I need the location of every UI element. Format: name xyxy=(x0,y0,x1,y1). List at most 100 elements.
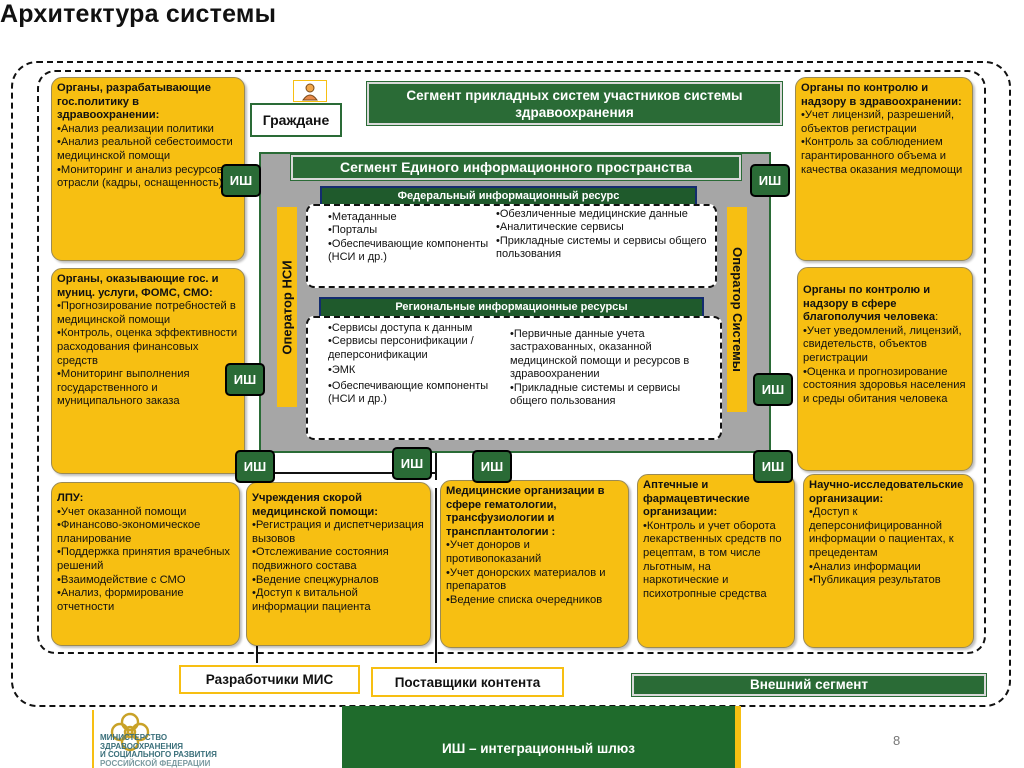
ministry-emblem-icon xyxy=(110,712,150,752)
regional-header-label: Региональные информационные ресурсы xyxy=(395,301,628,313)
page-title: Архитектура системы xyxy=(0,0,277,28)
connector-line xyxy=(435,450,437,480)
list-item: •Доступ к деперсонифицированной информац… xyxy=(809,506,954,559)
regional-resource-box: •Сервисы доступа к данным •Сервисы персо… xyxy=(306,316,722,440)
list-item: •Взаимодействие с СМО xyxy=(57,573,186,586)
mis-developers-box: Разработчики МИС xyxy=(179,665,360,694)
unified-segment-label: Сегмент Единого информационного простран… xyxy=(340,159,692,175)
external-segment-box: Внешний сегмент xyxy=(631,673,987,697)
ministry-name: МИНИСТЕРСТВО ЗДРАВООХРАНЕНИЯ И СОЦИАЛЬНО… xyxy=(100,733,217,768)
federal-col1: •Метаданные •Порталы •Обеспечивающие ком… xyxy=(328,211,498,265)
box-heading: Органы по контролю и надзору в сфере бла… xyxy=(803,284,967,325)
box-heading: Органы, разрабатывающие гос.политику в з… xyxy=(57,82,211,122)
list-item: •Обезличенные медицинские данные xyxy=(496,208,688,220)
list-item: •Публикация результатов xyxy=(809,574,941,587)
citizens-box: Граждане xyxy=(250,103,342,137)
list-item: •Учет доноров и противопоказаний xyxy=(446,539,542,565)
mis-developers-label: Разработчики МИС xyxy=(205,672,334,687)
operator-system-text: Оператор Системы xyxy=(729,247,745,372)
box-heading: ЛПУ: xyxy=(57,492,84,504)
list-item: •Учет уведомлений, лицензий, свидетельст… xyxy=(803,324,962,364)
operator-system-label: Оператор Системы xyxy=(727,207,747,412)
control-bodies-box: Органы по контролю и надзору в здравоохр… xyxy=(795,77,973,261)
integration-gateway-badge: ИШ xyxy=(472,450,512,483)
list-item: •Контроль за соблюдением гарантированног… xyxy=(801,136,963,176)
box-heading: Научно-исследовательские организации: xyxy=(809,479,964,505)
content-providers-label: Поставщики контента xyxy=(394,674,541,690)
citizens-label: Граждане xyxy=(262,112,330,128)
list-item: •Учет оказанной помощи xyxy=(57,505,187,518)
research-box: Научно-исследовательские организации: •Д… xyxy=(803,474,974,648)
list-item: •Учет лицензий, разрешений, объектов рег… xyxy=(801,109,955,135)
list-item: •Мониторинг и анализ ресурсов отрасли (к… xyxy=(57,163,223,190)
service-bodies-box: Органы, оказывающие гос. и муниц. услуги… xyxy=(51,268,245,474)
pharmacy-box: Аптечные и фармацевтические организации:… xyxy=(637,474,795,648)
applied-segment-box: Сегмент прикладных систем участников сис… xyxy=(366,81,783,126)
applied-segment-label: Сегмент прикладных систем участников сис… xyxy=(406,88,743,120)
policy-bodies-box: Органы, разрабатывающие гос.политику в з… xyxy=(51,77,245,261)
list-item: •Анализ реальной себестоимости медицинск… xyxy=(57,136,233,162)
integration-gateway-badge: ИШ xyxy=(221,164,261,197)
list-item: •Анализ, формирование отчетности xyxy=(57,587,184,613)
list-item: •Первичные данные учета застрахованных, … xyxy=(510,328,690,381)
list-item: •Поддержка принятия врачебных решений xyxy=(57,546,230,572)
box-heading: Аптечные и фармацевтические организации: xyxy=(643,479,750,519)
list-item: •Ведение списка очередников xyxy=(446,593,603,606)
list-item: •Учет донорских материалов и препаратов xyxy=(446,566,606,593)
list-item: •Ведение спецжурналов xyxy=(252,573,379,586)
ministry-name-line: И СОЦИАЛЬНОГО РАЗВИТИЯ xyxy=(100,750,217,759)
federal-resource-box: •Метаданные •Порталы •Обеспечивающие ком… xyxy=(306,204,717,288)
operator-nsi-label: Оператор НСИ xyxy=(277,207,297,407)
integration-gateway-badge: ИШ xyxy=(235,450,275,483)
inner-dashed-frame xyxy=(37,70,986,654)
integration-gateway-badge: ИШ xyxy=(392,447,432,480)
list-item: •Мониторинг выполнения государственного … xyxy=(57,368,190,408)
content-providers-box: Поставщики контента xyxy=(371,667,564,697)
list-item: •Порталы xyxy=(328,224,378,237)
list-item: •Прикладные системы и сервисы общего пол… xyxy=(510,381,681,408)
list-item: •Доступ к витальной информации пациента xyxy=(252,587,371,613)
list-item: •Прикладные системы и сервисы общего пол… xyxy=(496,234,707,261)
list-item: •Метаданные xyxy=(328,211,397,223)
list-item: •Финансово-экономическое планирование xyxy=(57,519,201,545)
list-item: •Прогнозирование потребностей в медицинс… xyxy=(57,300,236,326)
box-heading-text: Органы по контролю и надзору в сфере бла… xyxy=(803,284,936,324)
welfare-bodies-box: Органы по контролю и надзору в сфере бла… xyxy=(797,267,973,471)
list-item: •Контроль и учет оборота лекарственных с… xyxy=(643,519,782,600)
ministry-name-line: МИНИСТЕРСТВО xyxy=(100,733,168,742)
list-item: •Аналитические сервисы xyxy=(496,221,624,234)
ministry-name-line: РОССИЙСКОЙ ФЕДЕРАЦИИ xyxy=(100,758,211,768)
list-item: •Отслеживание состояния подвижного соста… xyxy=(252,546,389,572)
hematology-box: Медицинские организации в сфере гематоло… xyxy=(440,480,629,648)
connector-line xyxy=(256,472,436,474)
ministry-name-line: ЗДРАВООХРАНЕНИЯ xyxy=(100,741,183,751)
page-number: 8 xyxy=(893,733,901,748)
operator-nsi-text: Оператор НСИ xyxy=(279,259,295,355)
list-item: •Сервисы персонификации / деперсонификац… xyxy=(328,335,474,361)
box-heading-suffix: : xyxy=(935,311,939,324)
box-heading: Учреждения скорой медицинской помощи: xyxy=(252,492,378,518)
list-item: •ЭМК xyxy=(328,364,356,377)
integration-gateway-badge: ИШ xyxy=(753,450,793,483)
box-heading: Медицинские организации в сфере гематоло… xyxy=(446,485,605,538)
regional-header: Региональные информационные ресурсы xyxy=(319,297,704,318)
legend-banner: ИШ – интеграционный шлюз xyxy=(342,706,741,768)
lpu-box: ЛПУ: •Учет оказанной помощи •Финансово-э… xyxy=(51,482,240,646)
external-segment-label: Внешний сегмент xyxy=(749,677,869,692)
person-icon xyxy=(293,80,327,102)
unified-segment-header: Сегмент Единого информационного простран… xyxy=(290,154,742,181)
federal-col2: •Обезличенные медицинские данные •Аналит… xyxy=(496,208,714,262)
integration-gateway-badge: ИШ xyxy=(750,164,790,197)
federal-header: Федеральный информационный ресурс xyxy=(320,186,697,206)
list-item: •Анализ информации xyxy=(809,560,921,573)
regional-col1: •Сервисы доступа к данным •Сервисы персо… xyxy=(328,322,508,406)
list-item: •Обеспечивающие компоненты (НСИ и др.) xyxy=(328,237,489,264)
ministry-logo: МИНИСТЕРСТВО ЗДРАВООХРАНЕНИЯ И СОЦИАЛЬНО… xyxy=(92,710,332,768)
legend-text: ИШ – интеграционный шлюз xyxy=(441,740,636,756)
integration-gateway-badge: ИШ xyxy=(753,373,793,406)
ambulance-box: Учреждения скорой медицинской помощи: •Р… xyxy=(246,482,431,646)
connector-line xyxy=(435,488,437,663)
list-item: •Регистрация и диспетчеризация вызовов xyxy=(252,519,424,545)
list-item: •Анализ реализации политики xyxy=(57,122,214,135)
list-item: •Контроль, оценка эффективности расходов… xyxy=(57,327,238,367)
